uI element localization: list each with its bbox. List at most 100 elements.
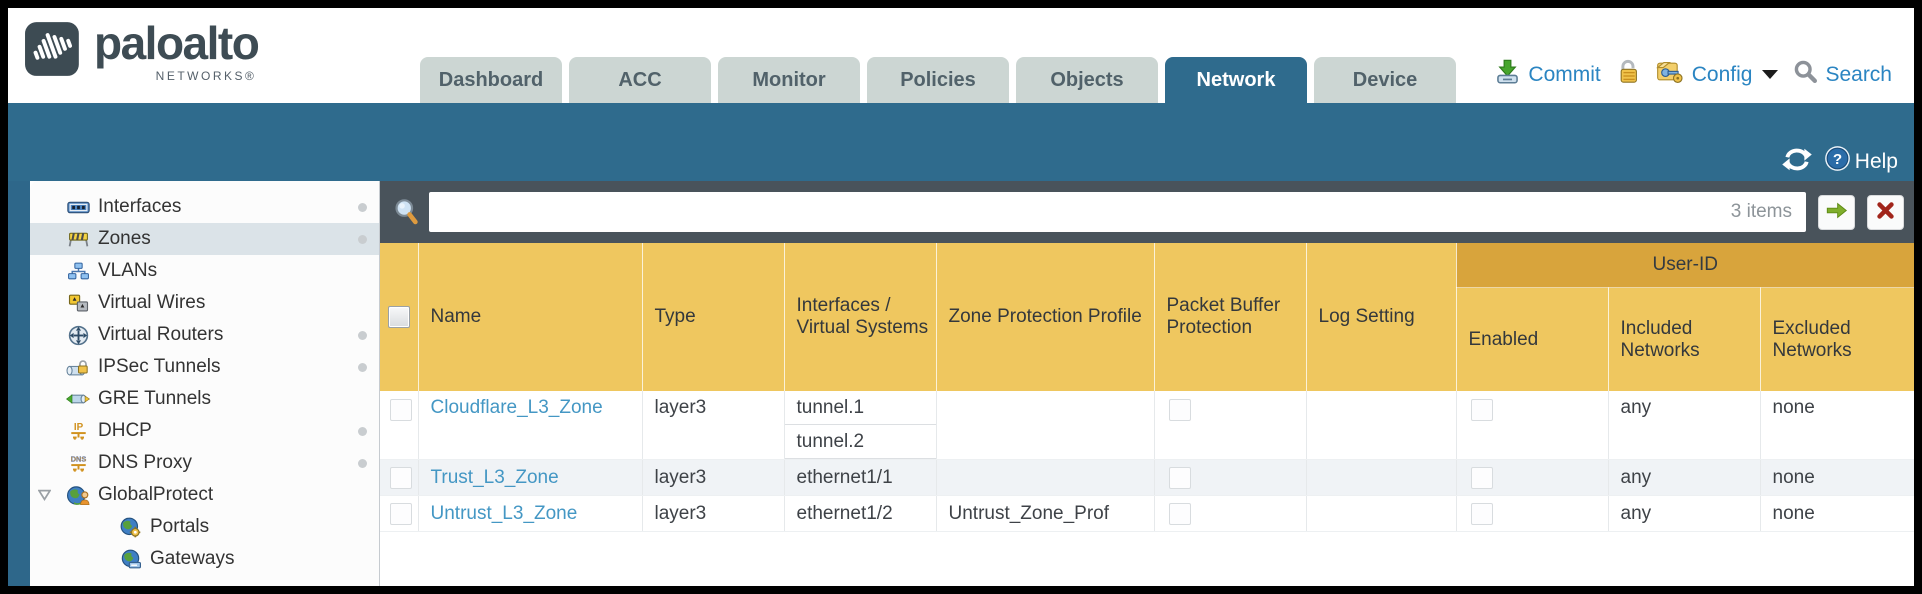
- magnifier-icon: [392, 197, 421, 228]
- cell-type: layer3: [642, 459, 785, 496]
- lock-button[interactable]: [1616, 58, 1641, 91]
- apply-filter-button[interactable]: [1818, 194, 1855, 230]
- filter-input[interactable]: [429, 192, 1731, 232]
- tab-monitor[interactable]: Monitor: [718, 57, 860, 103]
- paloalto-logo-mark-icon: [24, 18, 84, 83]
- cell-user-id-enabled: [1456, 391, 1609, 460]
- status-dot: [358, 203, 367, 212]
- tab-network[interactable]: Network: [1165, 57, 1307, 103]
- gre-tunnels-icon: [66, 388, 90, 410]
- help-button[interactable]: ? Help: [1824, 145, 1898, 178]
- column-header-name[interactable]: Name: [418, 243, 643, 391]
- sidebar-item-label: Virtual Routers: [98, 324, 224, 345]
- packet-buffer-checkbox[interactable]: [1168, 502, 1191, 525]
- cell-zone-protection-profile: [936, 391, 1155, 460]
- zones-icon: [66, 228, 90, 250]
- zone-name-link[interactable]: Trust_L3_Zone: [430, 466, 559, 488]
- zone-name-link[interactable]: Cloudflare_L3_Zone: [430, 397, 603, 418]
- help-label: Help: [1854, 149, 1898, 173]
- cell-included-networks: any: [1608, 459, 1761, 496]
- cell-zone-protection-profile: [936, 459, 1155, 496]
- select-all-checkbox[interactable]: [387, 306, 410, 328]
- column-header-type[interactable]: Type: [642, 243, 785, 391]
- column-header-log-setting[interactable]: Log Setting: [1306, 243, 1457, 391]
- row-checkbox[interactable]: [390, 466, 412, 489]
- svg-text:?: ?: [1833, 151, 1842, 168]
- column-header-enabled[interactable]: Enabled: [1456, 287, 1609, 391]
- cell-name: Untrust_L3_Zone: [418, 495, 643, 532]
- global-search-button[interactable]: Search: [1793, 59, 1892, 90]
- cell-packet-buffer-protection: [1154, 391, 1307, 460]
- cell-user-id-enabled: [1456, 459, 1609, 496]
- config-menu-button[interactable]: Config: [1655, 58, 1779, 91]
- items-count: 3 items: [1730, 201, 1792, 222]
- user-id-enabled-checkbox[interactable]: [1470, 399, 1493, 421]
- sidebar-item-label: Interfaces: [98, 196, 182, 217]
- column-header-included-networks[interactable]: Included Networks: [1608, 287, 1761, 391]
- tab-dashboard[interactable]: Dashboard: [420, 57, 562, 103]
- lock-icon: [1616, 58, 1641, 91]
- ipsec-tunnels-icon: [66, 356, 90, 378]
- dhcp-icon: IP: [66, 420, 90, 442]
- column-header-interfaces-virtual-systems[interactable]: Interfaces / Virtual Systems: [784, 243, 937, 391]
- sidebar-item-gateways[interactable]: Gateways: [30, 543, 379, 575]
- refresh-button[interactable]: [1782, 147, 1812, 177]
- tab-acc[interactable]: ACC: [569, 57, 711, 103]
- sidebar-item-virtual-wires[interactable]: Virtual Wires: [30, 287, 379, 319]
- tab-device[interactable]: Device: [1314, 57, 1456, 103]
- sidebar-item-label: Zones: [98, 228, 151, 249]
- cell-user-id-enabled: [1456, 495, 1609, 532]
- tab-policies[interactable]: Policies: [867, 57, 1009, 103]
- expander-down-icon[interactable]: [38, 489, 51, 501]
- zone-name-link[interactable]: Untrust_L3_Zone: [430, 502, 578, 524]
- globalprotect-icon: [66, 484, 90, 506]
- user-id-group-header: User-ID: [1456, 243, 1914, 288]
- row-checkbox[interactable]: [390, 502, 412, 525]
- clear-filter-button[interactable]: [1867, 194, 1904, 230]
- user-id-enabled-checkbox[interactable]: [1470, 466, 1493, 489]
- cell-included-networks: any: [1608, 391, 1761, 460]
- virtual-routers-icon: [66, 324, 90, 346]
- svg-text:IP: IP: [73, 421, 83, 432]
- sidebar-item-globalprotect[interactable]: GlobalProtect: [30, 479, 379, 511]
- cell-type: layer3: [642, 391, 785, 460]
- row-checkbox[interactable]: [390, 399, 412, 421]
- row-select-cell: [380, 495, 419, 532]
- column-header-excluded-networks[interactable]: Excluded Networks: [1760, 287, 1914, 391]
- sidebar-item-virtual-routers[interactable]: Virtual Routers: [30, 319, 379, 351]
- sidebar-item-gre-tunnels[interactable]: GRE Tunnels: [30, 383, 379, 415]
- filter-input-wrap: 3 items: [429, 192, 1806, 232]
- sidebar-item-zones[interactable]: Zones: [30, 223, 379, 255]
- interfaces-icon: [66, 196, 90, 218]
- filter-bar: 3 items: [380, 181, 1914, 243]
- sidebar-item-vlans[interactable]: VLANs: [30, 255, 379, 287]
- commit-button[interactable]: Commit: [1494, 58, 1601, 91]
- teal-banner: ? Help: [8, 103, 1914, 181]
- packet-buffer-checkbox[interactable]: [1168, 466, 1191, 489]
- column-header-zone-protection-profile[interactable]: Zone Protection Profile: [936, 243, 1155, 391]
- packet-buffer-checkbox[interactable]: [1168, 399, 1191, 421]
- sidebar-item-interfaces[interactable]: Interfaces: [30, 191, 379, 223]
- cell-packet-buffer-protection: [1154, 495, 1307, 532]
- cell-interfaces: ethernet1/1: [784, 459, 937, 496]
- sidebar-item-label: GRE Tunnels: [98, 388, 211, 409]
- sidebar-item-portals[interactable]: Portals: [30, 511, 379, 543]
- column-header-packet-buffer-protection[interactable]: Packet Buffer Protection: [1154, 243, 1307, 391]
- row-select-cell: [380, 459, 419, 496]
- svg-text:DNS: DNS: [70, 454, 86, 463]
- user-id-enabled-checkbox[interactable]: [1470, 502, 1493, 525]
- config-label: Config: [1691, 62, 1753, 86]
- commit-label: Commit: [1528, 62, 1601, 86]
- sidebar-item-ipsec-tunnels[interactable]: IPSec Tunnels: [30, 351, 379, 383]
- sidebar-item-label: Virtual Wires: [98, 292, 206, 313]
- tab-objects[interactable]: Objects: [1016, 57, 1158, 103]
